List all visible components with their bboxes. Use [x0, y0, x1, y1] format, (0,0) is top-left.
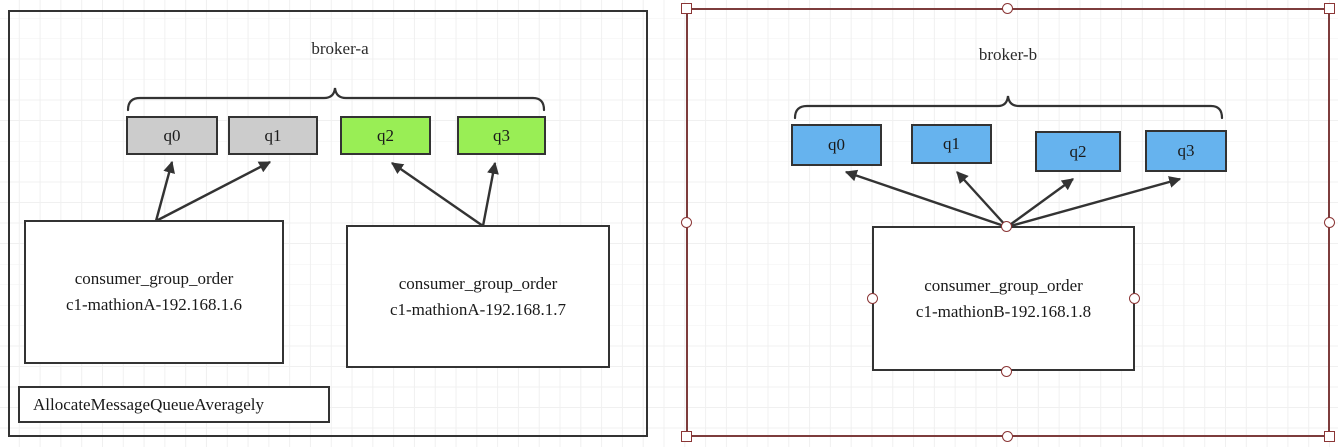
resize-handle-bottom-right[interactable] [1324, 431, 1335, 442]
resize-handle-top-right[interactable] [1324, 3, 1335, 14]
broker-a-label: broker-a [311, 39, 369, 58]
broker-b-label: broker-b [978, 45, 1038, 64]
consumer-b-handle-right[interactable] [1129, 293, 1140, 304]
consumer-instance-id: c1-mathionB-192.168.1.8 [915, 301, 1092, 321]
consumer-box-a-1[interactable]: consumer_group_order c1-mathionA-192.168… [24, 220, 284, 364]
consumer-b-handle-left[interactable] [867, 293, 878, 304]
queue-box-a-q1[interactable]: q1 [228, 116, 318, 155]
consumer-instance-id: c1-mathionA-192.168.1.6 [65, 295, 243, 314]
broker-a-panel[interactable] [8, 10, 648, 437]
queue-box-b-q2[interactable]: q2 [1035, 131, 1121, 172]
queue-box-b-q3[interactable]: q3 [1145, 130, 1227, 172]
resize-handle-top-center[interactable] [1002, 3, 1013, 14]
consumer-b-handle-top[interactable] [1001, 221, 1012, 232]
resize-handle-middle-right[interactable] [1324, 217, 1335, 228]
consumer-group-name: consumer_group_order [924, 275, 1083, 295]
consumer-group-name: consumer_group_order [74, 269, 234, 288]
resize-handle-bottom-left[interactable] [681, 431, 692, 442]
queue-box-a-q0[interactable]: q0 [126, 116, 218, 155]
consumer-box-a-2[interactable]: consumer_group_order c1-mathionA-192.168… [346, 225, 610, 368]
allocation-strategy-box[interactable]: AllocateMessageQueueAveragely [18, 386, 330, 423]
queue-box-a-q3[interactable]: q3 [457, 116, 546, 155]
resize-handle-bottom-center[interactable] [1002, 431, 1013, 442]
consumer-b-handle-bottom[interactable] [1001, 366, 1012, 377]
queue-box-b-q1[interactable]: q1 [911, 124, 992, 164]
consumer-group-name: consumer_group_order [398, 273, 558, 293]
queue-box-b-q0[interactable]: q0 [791, 124, 882, 166]
resize-handle-top-left[interactable] [681, 3, 692, 14]
resize-handle-middle-left[interactable] [681, 217, 692, 228]
consumer-instance-id: c1-mathionA-192.168.1.7 [389, 299, 567, 319]
consumer-box-b-1[interactable]: consumer_group_order c1-mathionB-192.168… [872, 226, 1135, 371]
queue-box-a-q2[interactable]: q2 [340, 116, 431, 155]
